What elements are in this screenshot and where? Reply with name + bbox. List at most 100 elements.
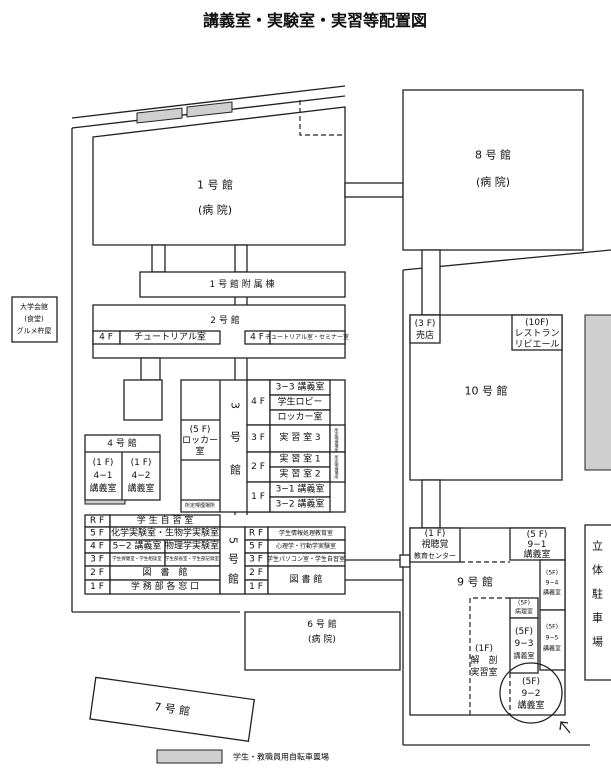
map-label: 講義室 (514, 651, 535, 660)
map-label: 病理室 (515, 608, 533, 616)
bicycle-parking (584, 314, 611, 471)
map-label: チュートリアル室・セミナー室 (265, 333, 349, 341)
map-label: (5 F) (190, 425, 211, 435)
map-label: 講義室 (523, 548, 550, 560)
map-label: 9−2 (522, 689, 541, 699)
map-label: (1 F) (425, 529, 446, 539)
map-label: 5−2 講義室 (113, 540, 162, 552)
map-label: (5F) (518, 600, 530, 607)
daigaku-kaikan: 大学会館 (食堂) グルメ杵屋 (11, 296, 58, 343)
map-label: 所定喫煙場所 (335, 427, 340, 453)
map-label: 講義室 (543, 645, 561, 653)
map-label: 図 書 館 (142, 566, 187, 578)
map-label: 2 F (90, 568, 104, 578)
map-label: (3 F) (415, 319, 436, 329)
map-label: 10 号 館 (465, 384, 508, 398)
map-label: 1 F (90, 582, 104, 592)
map-label: ロッカー室 (277, 411, 322, 423)
map-label: R F (90, 516, 104, 526)
map-label: 化学実験室・生物学実験室 (111, 527, 219, 539)
building-7: 7 号 館 (89, 676, 255, 742)
map-label: グルメ杵屋 (17, 326, 52, 335)
building-10: (3 F) 売店 (10F) レストラン リビエール 10 号 館 (409, 314, 563, 481)
map-label: 9−5 (546, 635, 559, 642)
map-label: (病 院) (198, 203, 232, 217)
map-label: 図 書 館 (290, 573, 323, 585)
map-label: 9−3 (515, 639, 534, 649)
map-label: 大学会館 (20, 302, 48, 311)
bicycle-parking (186, 101, 233, 118)
map-label: 実 習 室 1 (279, 453, 320, 465)
map-label: 9−1 (528, 540, 547, 550)
map-label: 所定喫煙場所 (185, 502, 215, 509)
building-2: 2 号 館 4 F チュートリアル室 4 F チュートリアル室・セミナー室 (92, 304, 349, 359)
map-label: 学生パソコン室・学生自習室 (267, 555, 345, 563)
map-label: 実 習 室 2 (279, 468, 320, 480)
map-label: (5F) (522, 677, 540, 687)
map-label: 学 生 自 習 室 (137, 514, 193, 526)
corridor (421, 249, 441, 316)
corridor (399, 554, 411, 568)
map-label: (5F) (515, 627, 533, 637)
map-label: 4 F (250, 333, 264, 343)
map-label: 5号館 (227, 537, 240, 593)
map-label: チュートリアル室 (134, 331, 206, 343)
highlight-circle (499, 662, 563, 724)
building-1-annex: 1 号 館 附 属 棟 (139, 271, 346, 298)
map-label: 1 F (249, 582, 263, 592)
map-label: リビエール (514, 339, 559, 350)
map-label: 4−1 (94, 471, 113, 481)
map-title: 講義室・実験室・実習等配置図 (203, 11, 427, 30)
map-label: 室 (195, 445, 204, 457)
map-label: 売店 (416, 329, 434, 341)
map-label: (食堂) (24, 314, 44, 323)
building-4: 4 号 館 (1 F) 4−1 講義室 (1 F) 4−2 講義室 (84, 434, 161, 505)
corridor (344, 182, 404, 198)
map-label: 所定喫煙場所 (335, 454, 340, 480)
map-label: 心理学・行動学実験室 (276, 542, 336, 550)
map-label: 4−2 (132, 471, 151, 481)
map-label: 2 号 館 (210, 314, 239, 326)
map-label: (病 院) (476, 175, 510, 189)
map-label: 教育センター (414, 551, 456, 560)
map-label: 5 F (249, 542, 263, 552)
map-label: 学生部長室・学生部記録室 (165, 555, 219, 562)
legend: 学生・教職員用自転車置場 (156, 749, 329, 764)
map-label: (1F) (475, 644, 493, 654)
map-label: 学生情報処理教育室 (279, 529, 333, 537)
map-label: (5F) (546, 624, 558, 631)
map-label: 9−4 (546, 580, 559, 587)
corridor (234, 244, 248, 273)
map-label: 視聴覚 (421, 538, 448, 550)
map-label: 4 F (251, 397, 265, 407)
map-label: 3−2 講義室 (276, 498, 325, 510)
map-label: 7 号 館 (153, 699, 191, 718)
map-label: ロッカー (182, 435, 218, 446)
building-8: 8 号 館 (病 院) (402, 89, 584, 251)
map-label: 講義室 (517, 699, 544, 711)
map-label: R F (249, 529, 263, 539)
map-label: レストラン (514, 328, 559, 339)
map-label: 講義室 (543, 589, 561, 597)
map-label: 4 F (90, 542, 104, 552)
map-label: 物理学実験室 (165, 540, 219, 552)
parking-garage: 立体駐車場 (584, 524, 611, 681)
map-label: 3 F (251, 433, 265, 443)
corridor (421, 479, 441, 529)
map-label: 6 号 館 (307, 618, 336, 630)
map-label: 4 F (99, 333, 113, 343)
map-label: 2 F (251, 462, 265, 472)
legend-swatch (156, 749, 223, 764)
building-6: 6 号 館 (病 院) (244, 611, 401, 671)
arrow-icon (559, 721, 571, 734)
map-label: 実習室 (470, 666, 497, 678)
map-label: 5 F (90, 529, 104, 539)
map-label: 1 号 館 (197, 178, 233, 192)
map-label: 4 号 館 (107, 437, 136, 449)
map-label: 学 務 部 各 窓 口 (131, 580, 199, 592)
corridor (140, 357, 161, 381)
legend-label: 学生・教職員用自転車置場 (233, 752, 329, 762)
map-label: (1 F) (93, 458, 114, 468)
map-label: (5F) (546, 570, 558, 577)
corridor (151, 244, 166, 273)
